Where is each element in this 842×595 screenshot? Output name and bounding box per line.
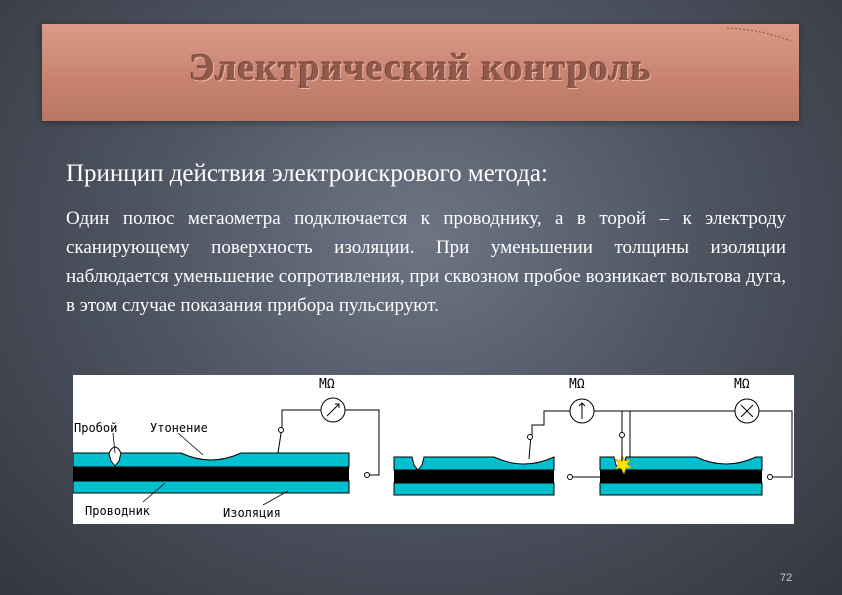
conductor: [73, 467, 349, 481]
wire-probe: [621, 410, 735, 433]
label-breakdown: Пробой: [74, 421, 117, 435]
slide-title: Электрический контроль: [189, 47, 652, 89]
insulation-bottom: [72, 480, 350, 494]
spark-icon: [614, 454, 633, 475]
panel-1: MΩ Пробой Утонение Проводник Изоляция: [72, 377, 380, 520]
meter-label-1: MΩ: [319, 377, 335, 392]
conductor: [600, 470, 762, 483]
page-number: 72: [780, 572, 793, 584]
label-conductor: Проводник: [85, 504, 151, 518]
label-insulation: Изоляция: [223, 506, 281, 520]
diagram-svg: MΩ Пробой Утонение Проводник Изоляция MΩ: [72, 377, 793, 520]
insulation-layer: [393, 456, 555, 471]
meter-label-3: MΩ: [734, 377, 750, 392]
insulation-bottom: [393, 482, 555, 496]
insulation-bottom: [599, 482, 763, 496]
panel-2: MΩ: [393, 377, 640, 496]
section-subtitle: Принцип действия электроискрового метода…: [66, 160, 548, 187]
body-paragraph: Один полюс мегаометра подключается к про…: [66, 208, 786, 316]
panel-3: MΩ: [599, 377, 793, 496]
wire-probe: [281, 409, 321, 427]
wire-conductor: [345, 409, 380, 476]
conductor: [394, 470, 554, 483]
title-bar: Электрический контроль: [42, 24, 799, 121]
wire-probe: [531, 410, 570, 435]
label-thinning: Утонение: [150, 421, 208, 435]
breakdown-mark: [108, 446, 122, 454]
decorative-dotted-line: [726, 27, 794, 43]
method-diagram: MΩ Пробой Утонение Проводник Изоляция MΩ: [72, 375, 794, 524]
wire-conductor: [759, 410, 793, 478]
insulation-layer: [72, 452, 350, 468]
meter-label-2: MΩ: [569, 377, 585, 392]
